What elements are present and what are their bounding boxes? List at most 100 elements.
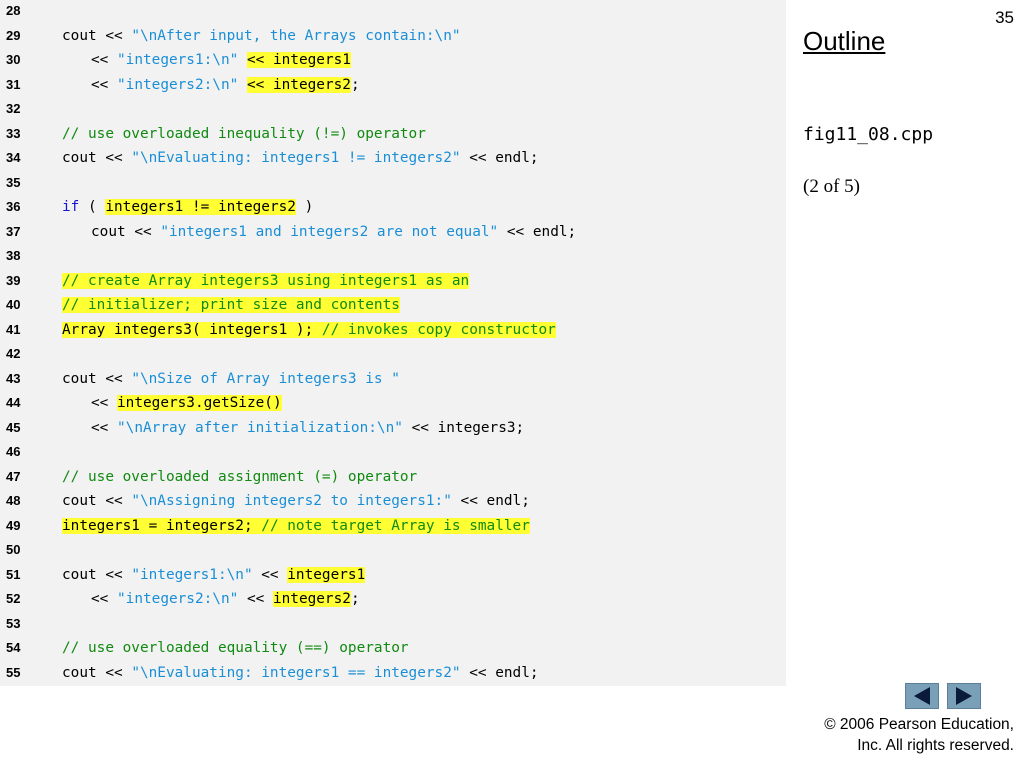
part-indicator: (2 of 5) — [803, 176, 860, 197]
line-number: 44 — [6, 395, 21, 410]
code-token: << endl; — [451, 493, 530, 509]
code-line: 36 if ( integers1 != integers2 ) — [0, 195, 786, 219]
right-arrow-icon — [956, 687, 972, 705]
code-token: integers3.getSize() — [117, 395, 282, 411]
code-text: Array integers3( integers1 ); // invokes… — [62, 318, 556, 342]
code-text: << integers3.getSize() — [62, 391, 282, 415]
line-number: 40 — [6, 297, 21, 312]
line-number: 35 — [6, 174, 21, 190]
code-token — [238, 77, 247, 93]
code-comment: // use overloaded inequality (!=) operat… — [62, 125, 426, 142]
line-number: 30 — [6, 52, 21, 67]
string-literal: "integers1:\n" — [131, 566, 253, 583]
code-comment: // initializer; print size and contents — [62, 297, 400, 313]
string-literal: "integers2:\n" — [117, 591, 239, 607]
code-text: << "integers1:\n" << integers1 — [62, 48, 351, 72]
code-token: cout << — [62, 27, 132, 44]
code-line: 28 — [0, 0, 786, 23]
code-line: 41 Array integers3( integers1 ); // invok… — [0, 318, 786, 342]
code-text: if ( integers1 != integers2 ) — [62, 195, 313, 219]
line-number: 51 — [6, 566, 21, 582]
line-number: 49 — [6, 517, 21, 533]
code-line: 48 cout << "\nAssigning integers2 to inte… — [0, 489, 786, 513]
code-token — [238, 52, 247, 68]
code-text: // use overloaded inequality (!=) operat… — [62, 122, 426, 146]
outline-title: Outline — [803, 26, 886, 56]
code-comment: // invokes copy constructor — [321, 321, 556, 338]
line-number: 46 — [6, 444, 21, 459]
code-token: << — [91, 419, 117, 436]
code-text: << "integers2:\n" << integers2; — [62, 587, 360, 611]
code-token: << — [91, 395, 117, 411]
line-number: 52 — [6, 591, 21, 606]
line-number: 38 — [6, 248, 21, 263]
code-line: 38 — [0, 244, 786, 268]
code-text: // use overloaded assignment (=) operato… — [62, 465, 417, 489]
code-line: 33// use overloaded inequality (!=) oper… — [0, 122, 786, 146]
code-listing: 28 29 cout << "\nAfter input, the Arrays c… — [0, 0, 786, 686]
code-text: integers1 = integers2; // note target Ar… — [62, 514, 530, 538]
line-number: 54 — [6, 640, 21, 655]
code-line: 34 cout << "\nEvaluating: integers1 != in… — [0, 146, 786, 170]
code-token: ) — [295, 199, 314, 215]
code-text: cout << "integers1 and integers2 are not… — [62, 220, 576, 244]
code-token: ; — [350, 591, 360, 607]
code-token: << integers1 — [246, 52, 351, 68]
code-token: << — [91, 52, 117, 68]
code-text: cout << "\nEvaluating: integers1 == inte… — [62, 661, 539, 685]
line-number: 34 — [6, 150, 21, 165]
line-number: 31 — [6, 76, 21, 92]
code-line: 44 << integers3.getSize() — [0, 391, 786, 415]
code-text: // initializer; print size and contents — [62, 293, 400, 317]
line-number: 36 — [6, 199, 21, 214]
code-line: 30 << "integers1:\n" << integers1 — [0, 48, 786, 72]
page-number: 35 — [995, 8, 1014, 27]
code-comment: // use overloaded equality (==) operator — [62, 640, 409, 656]
code-token: << — [238, 591, 273, 607]
left-arrow-icon — [914, 687, 930, 705]
line-number: 42 — [6, 346, 21, 361]
code-token: cout << — [62, 493, 132, 509]
code-text: cout << "\nAfter input, the Arrays conta… — [62, 24, 461, 48]
line-number: 29 — [6, 27, 21, 43]
string-literal: "\nAfter input, the Arrays contain:\n" — [131, 27, 461, 44]
string-literal: "\nEvaluating: integers1 != integers2" — [131, 150, 461, 166]
line-number: 39 — [6, 272, 21, 288]
line-number: 53 — [6, 615, 21, 631]
code-text: cout << "\nAssigning integers2 to intege… — [62, 489, 530, 513]
code-token: << integers2 — [246, 76, 351, 93]
code-token: cout << — [91, 223, 161, 240]
string-literal: "\nEvaluating: integers1 == integers2" — [131, 664, 461, 681]
string-literal: "integers2:\n" — [117, 76, 239, 93]
code-token: << endl; — [460, 664, 539, 681]
line-number: 50 — [6, 542, 21, 557]
code-token: cout << — [62, 370, 132, 387]
line-number: 41 — [6, 321, 21, 337]
code-line: 35 — [0, 171, 786, 195]
code-comment: // use overloaded assignment (=) operato… — [62, 468, 418, 485]
previous-slide-button[interactable] — [905, 683, 939, 709]
code-comment: // note target Array is smaller — [261, 517, 530, 534]
code-text: cout << "\nSize of Array integers3 is " — [62, 367, 400, 391]
next-slide-button[interactable] — [947, 683, 981, 709]
code-token: << endl; — [498, 223, 577, 240]
code-token: << — [252, 566, 288, 583]
line-number: 47 — [6, 468, 21, 484]
code-token: ; — [350, 76, 360, 93]
code-line: 50 — [0, 538, 786, 562]
code-token: ( — [79, 199, 106, 215]
code-token: integers1 != integers2 — [105, 199, 296, 215]
code-line: 45<< "\nArray after initialization:\n" <… — [0, 416, 786, 440]
code-token: cout << — [62, 664, 132, 681]
code-line: 42 — [0, 342, 786, 366]
line-number: 43 — [6, 370, 21, 386]
keyword: if — [62, 199, 80, 215]
code-token: cout << — [62, 566, 132, 583]
string-literal: "\nSize of Array integers3 is " — [131, 370, 400, 387]
code-line: 53 — [0, 612, 786, 636]
line-number: 48 — [6, 493, 21, 508]
code-token: cout << — [62, 150, 132, 166]
code-text: cout << "\nEvaluating: integers1 != inte… — [62, 146, 539, 170]
line-number: 45 — [6, 419, 21, 435]
